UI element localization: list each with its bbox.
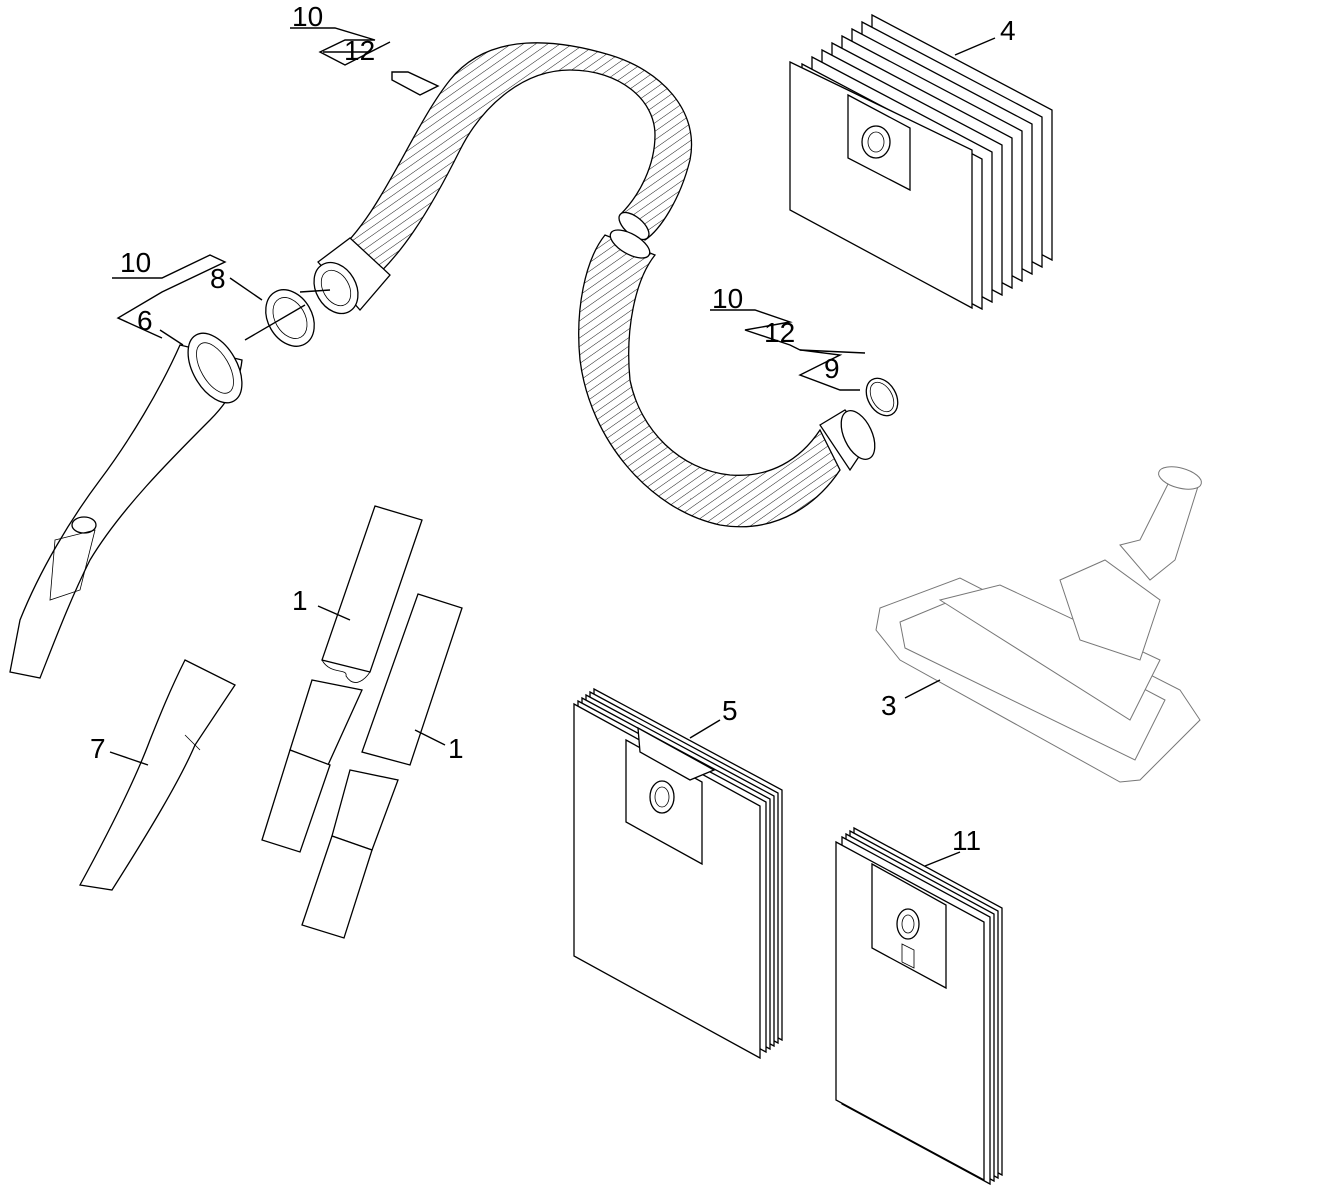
bayonet-ring bbox=[265, 289, 315, 347]
callout-1a: 1 bbox=[292, 585, 308, 616]
callout-10-hose: 10 bbox=[292, 1, 323, 32]
callout-6: 6 bbox=[137, 305, 153, 336]
callout-7: 7 bbox=[90, 733, 106, 764]
filter-bags-5 bbox=[573, 687, 783, 1060]
filter-bag-icon bbox=[789, 60, 973, 310]
callout-3: 3 bbox=[881, 690, 897, 721]
callout-leaders bbox=[109, 27, 996, 867]
callout-labels: 10 12 10 8 6 10 12 9 4 1 1 7 5 3 11 bbox=[90, 1, 1016, 856]
callout-12-end: 12 bbox=[764, 317, 795, 348]
suction-hose bbox=[313, 42, 693, 315]
crevice-nozzle bbox=[78, 659, 236, 891]
callout-5: 5 bbox=[722, 695, 738, 726]
callout-8: 8 bbox=[210, 263, 226, 294]
callout-10-handle: 10 bbox=[120, 247, 151, 278]
callout-11: 11 bbox=[952, 825, 981, 856]
callout-4: 4 bbox=[1000, 15, 1016, 46]
bayonet-ring-icon bbox=[265, 289, 315, 347]
callout-1b: 1 bbox=[448, 733, 464, 764]
callout-10-end: 10 bbox=[712, 283, 743, 314]
o-ring-icon bbox=[865, 377, 899, 417]
callout-9: 9 bbox=[824, 353, 840, 384]
extension-tube-b bbox=[301, 593, 463, 939]
suction-hose-lower bbox=[578, 229, 876, 528]
corrugated-suction-hose-lower-icon bbox=[578, 234, 841, 528]
filter-bags-11 bbox=[835, 826, 1003, 1186]
filter-bags-4 bbox=[789, 13, 1053, 311]
floor-nozzle bbox=[875, 466, 1202, 783]
callout-12-hose: 12 bbox=[344, 35, 375, 66]
crevice-nozzle-icon bbox=[78, 659, 236, 891]
extension-tube-icon bbox=[361, 593, 463, 766]
hose-handle bbox=[9, 332, 243, 679]
hose-handle-icon bbox=[9, 344, 243, 679]
extension-tube-a bbox=[261, 505, 423, 853]
